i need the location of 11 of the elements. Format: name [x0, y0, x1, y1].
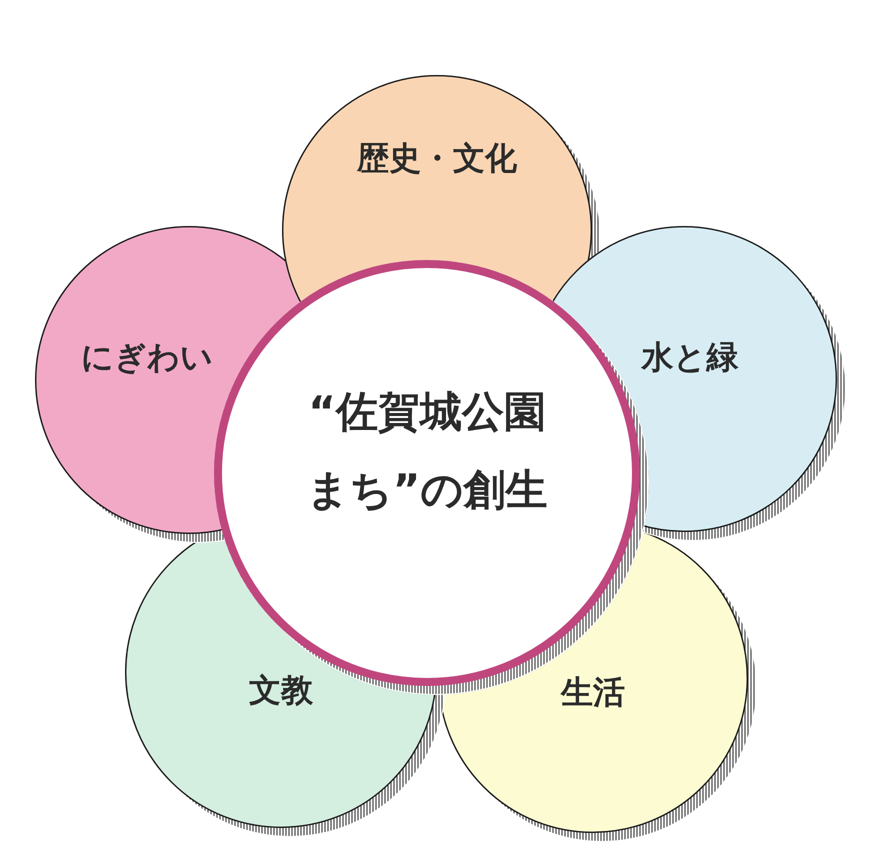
category-circle	[35, 226, 299, 543]
circle-label: 水と緑	[642, 338, 738, 376]
circle-label: 生活	[561, 672, 625, 712]
category-circle	[125, 541, 445, 837]
category-circle	[553, 226, 846, 541]
circle-label: 文教	[249, 670, 313, 710]
center-label: “佐賀城公園まち”の創生	[306, 386, 548, 516]
circle-label: にぎわい	[81, 338, 213, 376]
circle-label: 歴史・文化	[357, 138, 517, 178]
category-circle	[282, 75, 601, 302]
category-circle	[442, 533, 757, 842]
